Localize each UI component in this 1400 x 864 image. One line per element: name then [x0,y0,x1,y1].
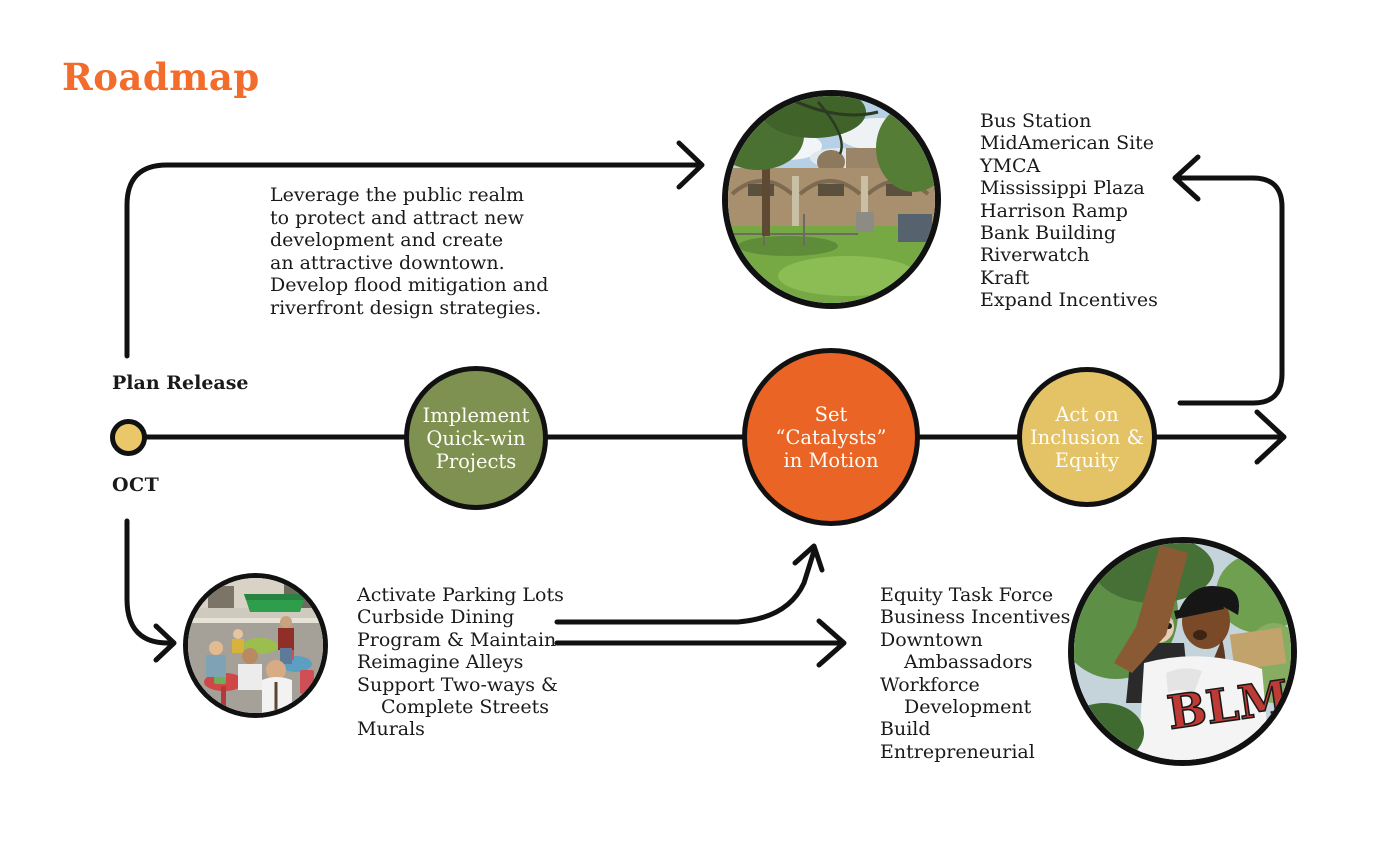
list-item: Complete Streets [381,696,550,719]
arrow-plan-to-park [124,162,703,359]
arrow-quickwins-to-catalysts [554,548,817,625]
arrow-oct-to-dining [124,518,171,646]
plan-release-label: Plan Release [112,372,249,394]
quick-win-projects-list: Activate Parking Lots Curbside Dining Pr… [357,584,564,741]
list-item: Business Incentives [880,606,1071,629]
list-item: Ambassadors [904,651,1033,674]
list-item: Bus Station [980,110,1092,132]
arrow-quickwins-to-catalysts-head-icon [792,543,825,573]
list-item: Reimagine Alleys [357,651,524,674]
list-item: Expand Incentives [980,289,1158,312]
list-item: Kraft [980,266,1030,289]
arrow-plan-to-park-head-icon [676,140,705,190]
list-item: Equity Task Force [880,584,1054,606]
arrow-equity-to-sites [1174,175,1285,406]
park-photo-illustration [728,96,935,303]
street-dining-photo [183,573,328,718]
park-photo [722,90,941,309]
list-item: Entrepreneurial [880,740,1035,763]
protest-photo: BLM [1068,537,1297,766]
public-realm-note: Leverage the public realm to protect and… [270,184,549,319]
street-dining-photo-illustration [188,578,323,713]
list-item: Support Two-ways & [357,673,558,696]
catalyst-sites-list: Bus Station MidAmerican Site YMCA Missis… [980,110,1158,312]
milestone-label: Act on Inclusion & Equity [1029,402,1145,472]
timeline-start-dot [110,419,147,456]
arrow-quickwins-forward-head-icon [816,618,847,668]
page-title: Roadmap [62,55,260,99]
milestone-label: Implement Quick-win Projects [422,403,530,473]
list-item: YMCA [980,154,1041,177]
list-item: Harrison Ramp [980,199,1128,222]
list-item: Build [880,718,931,741]
list-item: Development [904,696,1032,719]
milestone-quick-wins: Implement Quick-win Projects [404,366,548,510]
timeline-arrowhead-icon [1254,409,1287,465]
list-item: Curbside Dining [357,606,515,629]
equity-actions-list: Equity Task Force Business Incentives Do… [880,584,1070,763]
milestone-catalysts: Set “Catalysts” in Motion [742,348,920,526]
list-item: Program & Maintain [357,628,557,651]
list-item: Murals [357,718,425,741]
arrow-oct-to-dining-head-icon [153,623,177,663]
protest-photo-illustration: BLM [1074,543,1291,760]
list-item: Mississippi Plaza [980,177,1145,200]
arrow-equity-to-sites-head-icon [1172,154,1201,202]
list-item: Workforce [880,673,980,696]
milestone-inclusion-equity: Act on Inclusion & Equity [1017,367,1157,507]
milestone-label: Set “Catalysts” in Motion [775,402,887,472]
list-item: Activate Parking Lots [357,584,564,606]
list-item: Downtown [880,628,983,651]
list-item: Bank Building [980,222,1117,245]
list-item: MidAmerican Site [980,132,1155,155]
list-item: Riverwatch [980,244,1090,267]
month-label: OCT [112,474,160,496]
